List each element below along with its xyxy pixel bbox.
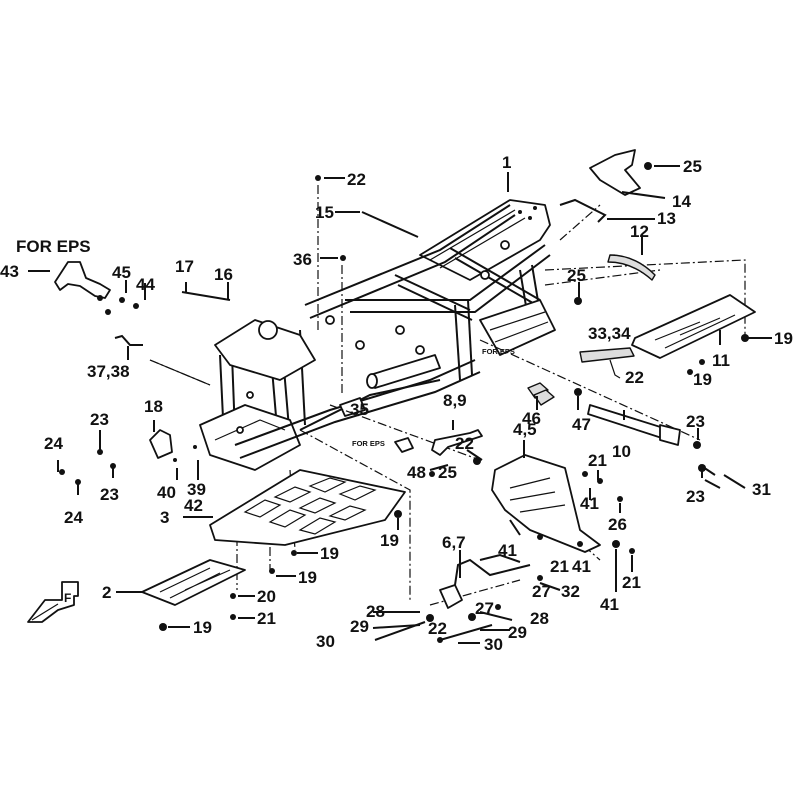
callout-45: 45 xyxy=(112,263,131,282)
callout-12: 12 xyxy=(630,222,649,241)
part-6-7-lever xyxy=(439,584,463,609)
callout-22: 22 xyxy=(625,368,644,387)
callout-19: 19 xyxy=(298,568,317,587)
callout-24: 24 xyxy=(64,508,83,527)
callout-22: 22 xyxy=(428,619,447,638)
part-33-34-bracket xyxy=(579,347,635,363)
callout-27: 27 xyxy=(475,599,494,618)
callout-1: 1 xyxy=(502,153,511,172)
callout-19: 19 xyxy=(774,329,793,348)
callout-11: 11 xyxy=(712,351,730,370)
callout-46: 46 xyxy=(522,409,541,428)
callout-44: 44 xyxy=(136,275,155,294)
callout-15: 15 xyxy=(315,203,334,222)
callout-43: 43 xyxy=(0,262,19,281)
part-46-clip xyxy=(527,382,549,399)
callout-21: 21 xyxy=(588,451,607,470)
part-10-bar xyxy=(587,404,671,441)
callout-48: 48 xyxy=(407,463,426,482)
callout-21: 21 xyxy=(550,557,569,576)
callout-23: 23 xyxy=(686,487,705,506)
callout-39: 39 xyxy=(187,480,206,499)
callout-10: 10 xyxy=(612,442,631,461)
callout-4-5: 4,5 xyxy=(513,420,537,439)
callout-21: 21 xyxy=(257,609,276,628)
callout-41: 41 xyxy=(498,541,517,560)
part-11-skid-plate xyxy=(631,294,756,359)
callout-6-7: 6,7 xyxy=(442,533,466,552)
part-18-bushing xyxy=(149,429,173,459)
part-43-eps-bracket xyxy=(54,261,111,299)
callout-19: 19 xyxy=(193,618,212,637)
callout-25: 25 xyxy=(567,266,586,285)
callout-18: 18 xyxy=(144,397,163,416)
callout-16: 16 xyxy=(214,265,233,284)
callout-3: 3 xyxy=(160,508,169,527)
callout-36: 36 xyxy=(293,250,312,269)
callout-25: 25 xyxy=(683,157,702,176)
callout-20: 20 xyxy=(257,587,276,606)
front-direction-marker: F xyxy=(27,581,79,623)
callout-23: 23 xyxy=(90,410,109,429)
callouts: 1 2 3 4,5 6,7 8,9 10 11 12 13 14 15 16 1… xyxy=(0,153,793,654)
callout-35: 35 xyxy=(350,400,369,419)
callout-22: 22 xyxy=(455,434,474,453)
part-3-skid-plate xyxy=(209,469,406,546)
callout-41: 41 xyxy=(600,595,619,614)
callout-27: 27 xyxy=(532,582,551,601)
callout-28: 28 xyxy=(366,602,385,621)
callout-28: 28 xyxy=(530,609,549,628)
part-12-strap xyxy=(607,254,656,281)
callout-40: 40 xyxy=(157,483,176,502)
part-16-17-rod xyxy=(181,291,231,301)
callout-24: 24 xyxy=(44,434,63,453)
callout-23: 23 xyxy=(686,412,705,431)
part-48-bracket xyxy=(394,437,414,453)
callout-26: 26 xyxy=(608,515,627,534)
callout-2: 2 xyxy=(102,583,111,602)
callout-22: 22 xyxy=(347,170,366,189)
callout-33-34: 33,34 xyxy=(588,324,631,343)
callout-19: 19 xyxy=(693,370,712,389)
note-for-eps-small: FOR EPS xyxy=(482,347,515,356)
callout-30: 30 xyxy=(316,632,335,651)
part-8-9-bracket xyxy=(431,429,483,456)
callout-42: 42 xyxy=(184,496,203,515)
part-13-rod xyxy=(559,198,607,223)
main-frame xyxy=(199,199,556,471)
callout-29: 29 xyxy=(350,617,369,636)
callout-17: 17 xyxy=(175,257,194,276)
callout-37-38: 37,38 xyxy=(87,362,130,381)
note-for-eps-small: FOR EPS xyxy=(352,439,385,448)
part-37-38-bracket xyxy=(114,334,143,346)
callout-30: 30 xyxy=(484,635,503,654)
callout-41: 41 xyxy=(580,494,599,513)
callout-8-9: 8,9 xyxy=(443,391,467,410)
callout-31: 31 xyxy=(752,480,771,499)
part-2-skid-plate xyxy=(141,559,246,606)
label-leaders xyxy=(28,165,772,644)
part-14-bracket xyxy=(589,149,641,196)
callout-19: 19 xyxy=(380,531,399,550)
callout-23: 23 xyxy=(100,485,119,504)
callout-25: 25 xyxy=(438,463,457,482)
direction-label: F xyxy=(64,591,71,605)
callout-47: 47 xyxy=(572,415,591,434)
callout-14: 14 xyxy=(672,192,691,211)
callout-32: 32 xyxy=(561,582,580,601)
callout-41: 41 xyxy=(572,557,591,576)
part-4-5-fender xyxy=(491,454,601,553)
note-for-eps: FOR EPS xyxy=(16,237,91,256)
callout-21: 21 xyxy=(622,573,641,592)
part-15-rod xyxy=(361,211,419,238)
callout-13: 13 xyxy=(657,209,676,228)
callout-29: 29 xyxy=(508,623,527,642)
callout-19: 19 xyxy=(320,544,339,563)
